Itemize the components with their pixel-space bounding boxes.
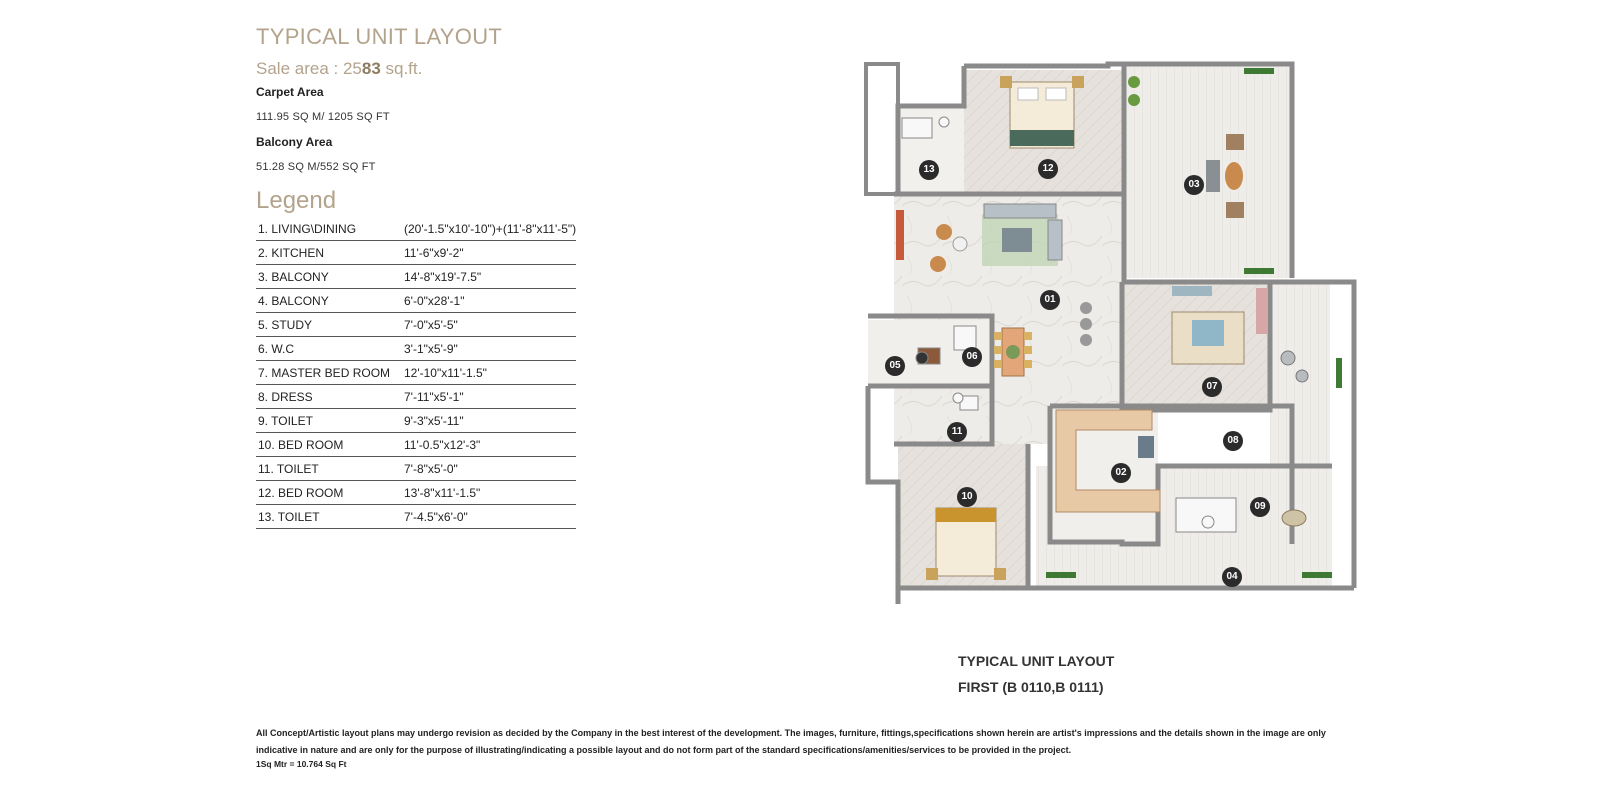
legend-room-name: 7. MASTER BED ROOM bbox=[256, 360, 404, 385]
legend-room-dimension: 7'-4.5"x6'-0" bbox=[404, 504, 577, 529]
legend-room-name: 9. TOILET bbox=[256, 408, 404, 433]
legend-room-dimension: 9'-3"x5'-11" bbox=[404, 408, 577, 433]
legend-room-name: 10. BED ROOM bbox=[256, 432, 404, 457]
kitchen-counter bbox=[1055, 409, 1161, 513]
walls bbox=[864, 61, 1357, 604]
floor-plan bbox=[864, 61, 1357, 604]
room-marker-04: 04 bbox=[1222, 567, 1242, 587]
caption-line-2: FIRST (B 0110,B 0111) bbox=[958, 679, 1104, 695]
plan-caption: TYPICAL UNIT LAYOUT FIRST (B 0110,B 0111… bbox=[958, 648, 1114, 700]
legend-room-dimension: 12'-10"x11'-1.5" bbox=[404, 360, 577, 385]
caption-line-1: TYPICAL UNIT LAYOUT bbox=[958, 653, 1115, 669]
room-marker-05: 05 bbox=[885, 356, 905, 376]
legend-room-name: 4. BALCONY bbox=[256, 288, 404, 313]
carpet-area-label: Carpet Area bbox=[256, 85, 324, 99]
sale-area-unit: sq.ft. bbox=[380, 59, 423, 78]
page-title: TYPICAL UNIT LAYOUT bbox=[256, 24, 503, 49]
legend-room-dimension: 11'-6"x9'-2" bbox=[404, 240, 577, 265]
room-marker-11: 11 bbox=[947, 422, 967, 442]
master-bedroom-furniture bbox=[1171, 286, 1268, 365]
balcony-04-furniture bbox=[1046, 350, 1342, 578]
balcony-area-label: Balcony Area bbox=[256, 135, 333, 149]
legend-room-name: 8. DRESS bbox=[256, 384, 404, 409]
legend-room-name: 3. BALCONY bbox=[256, 264, 404, 289]
room-marker-01: 01 bbox=[1040, 290, 1060, 310]
room-marker-03: 03 bbox=[1184, 175, 1204, 195]
room-marker-08: 08 bbox=[1223, 431, 1243, 451]
bed-room-10-furniture bbox=[926, 507, 1006, 580]
unit-conversion-note: 1Sq Mtr = 10.764 Sq Ft bbox=[256, 759, 347, 769]
room-marker-06: 06 bbox=[962, 347, 982, 367]
legend-room-dimension: 7'-0"x5'-5" bbox=[404, 312, 577, 337]
legend-room-name: 5. STUDY bbox=[256, 312, 404, 337]
disclaimer-text: All Concept/Artistic layout plans may un… bbox=[256, 728, 1326, 755]
legend-room-name: 12. BED ROOM bbox=[256, 480, 404, 505]
room-marker-12: 12 bbox=[1038, 159, 1058, 179]
legend-room-name: 11. TOILET bbox=[256, 456, 404, 481]
carpet-area-value: 111.95 SQ M/ 1205 SQ FT bbox=[256, 111, 390, 123]
legend-room-dimension: (20'-1.5"x10'-10")+(11'-8"x11'-5") bbox=[404, 217, 577, 241]
bed-room-12-furniture bbox=[1000, 76, 1084, 149]
legend-row: 1. LIVING\DINING(20'-1.5"x10'-10")+(11'-… bbox=[256, 217, 577, 241]
legend-title: Legend bbox=[256, 187, 337, 214]
legend-room-dimension: 3'-1"x5'-9" bbox=[404, 336, 577, 361]
balcony-03-furniture bbox=[1128, 68, 1274, 274]
bathroom-fixtures bbox=[901, 116, 1237, 533]
room-marker-07: 07 bbox=[1202, 377, 1222, 397]
legend-room-dimension: 13'-8"x11'-1.5" bbox=[404, 480, 577, 505]
room-marker-09: 09 bbox=[1250, 497, 1270, 517]
legend-room-name: 6. W.C bbox=[256, 336, 404, 361]
balcony-area-value: 51.28 SQ M/552 SQ FT bbox=[256, 161, 376, 173]
legend-room-dimension: 11'-0.5"x12'-3" bbox=[404, 432, 577, 457]
legend-table: 1. LIVING\DINING(20'-1.5"x10'-10")+(11'-… bbox=[256, 217, 577, 529]
sale-area-bold: 83 bbox=[361, 59, 381, 78]
room-marker-02: 02 bbox=[1111, 463, 1131, 483]
legend-room-name: 2. KITCHEN bbox=[256, 240, 404, 265]
legend-room-dimension: 7'-8"x5'-0" bbox=[404, 456, 577, 481]
room-marker-13: 13 bbox=[919, 160, 939, 180]
sale-area-label: Sale area : 25 bbox=[256, 59, 362, 78]
legend-room-dimension: 7'-11"x5'-1" bbox=[404, 384, 577, 409]
dining-furniture bbox=[994, 302, 1092, 377]
legend-room-name: 1. LIVING\DINING bbox=[256, 217, 404, 241]
legend-room-dimension: 14'-8"x19'-7.5" bbox=[404, 264, 577, 289]
sale-area: Sale area : 2583 sq.ft. bbox=[256, 59, 596, 79]
legend-room-dimension: 6'-0"x28'-1" bbox=[404, 288, 577, 313]
room-marker-10: 10 bbox=[957, 487, 977, 507]
info-panel: TYPICAL UNIT LAYOUT Sale area : 2583 sq.… bbox=[256, 24, 596, 529]
legend-room-name: 13. TOILET bbox=[256, 504, 404, 529]
living-furniture bbox=[896, 203, 1063, 272]
